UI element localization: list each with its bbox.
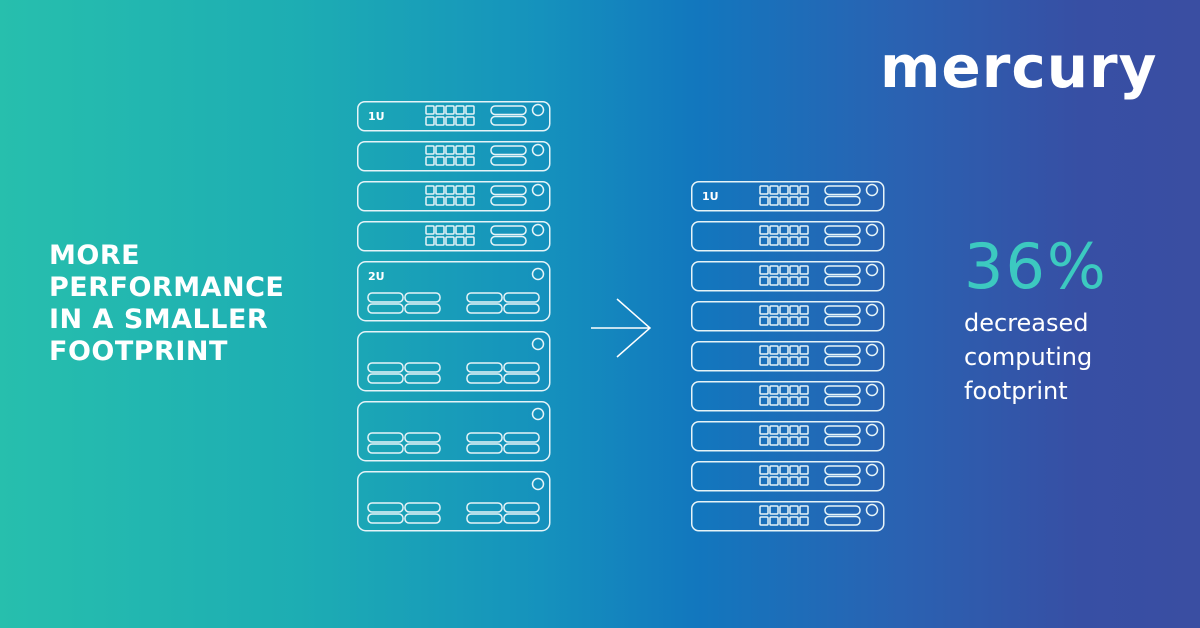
server-1u bbox=[357, 221, 551, 252]
server-1u bbox=[691, 461, 885, 492]
stat-label-line: footprint bbox=[964, 377, 1068, 405]
headline-line: PERFORMANCE bbox=[49, 272, 285, 303]
stat-label-line: decreased bbox=[964, 309, 1089, 337]
server-1u bbox=[691, 501, 885, 532]
server-1u bbox=[691, 301, 885, 332]
server-2u bbox=[357, 471, 551, 532]
server-1u bbox=[691, 341, 885, 372]
server-2u bbox=[357, 331, 551, 392]
stat-value: 36% bbox=[964, 230, 1108, 303]
unit-label-1u: 1U bbox=[702, 190, 719, 203]
before-rack: 1U 2U bbox=[357, 101, 551, 532]
server-2u bbox=[357, 401, 551, 462]
headline-line: FOOTPRINT bbox=[49, 336, 228, 367]
server-1u bbox=[357, 141, 551, 172]
server-1u bbox=[357, 181, 551, 212]
server-1u bbox=[691, 221, 885, 252]
unit-label-1u: 1U bbox=[368, 110, 385, 123]
server-2u bbox=[357, 261, 551, 322]
stat-label-line: computing bbox=[964, 343, 1093, 371]
unit-label-2u: 2U bbox=[368, 270, 385, 283]
mercury-logo: mercury bbox=[880, 33, 1158, 101]
headline: MORE PERFORMANCE IN A SMALLER FOOTPRINT bbox=[49, 240, 284, 368]
server-1u bbox=[691, 421, 885, 452]
headline-line: MORE bbox=[49, 240, 141, 271]
after-rack: 1U bbox=[691, 181, 885, 532]
server-1u bbox=[691, 261, 885, 292]
stat-label: decreased computing footprint bbox=[964, 306, 1108, 408]
server-1u bbox=[691, 381, 885, 412]
stat-block: 36% decreased computing footprint bbox=[964, 236, 1108, 408]
arrow-right-icon bbox=[591, 298, 652, 358]
headline-line: IN A SMALLER bbox=[49, 304, 269, 335]
server-1u bbox=[357, 101, 551, 132]
server-1u bbox=[691, 181, 885, 212]
